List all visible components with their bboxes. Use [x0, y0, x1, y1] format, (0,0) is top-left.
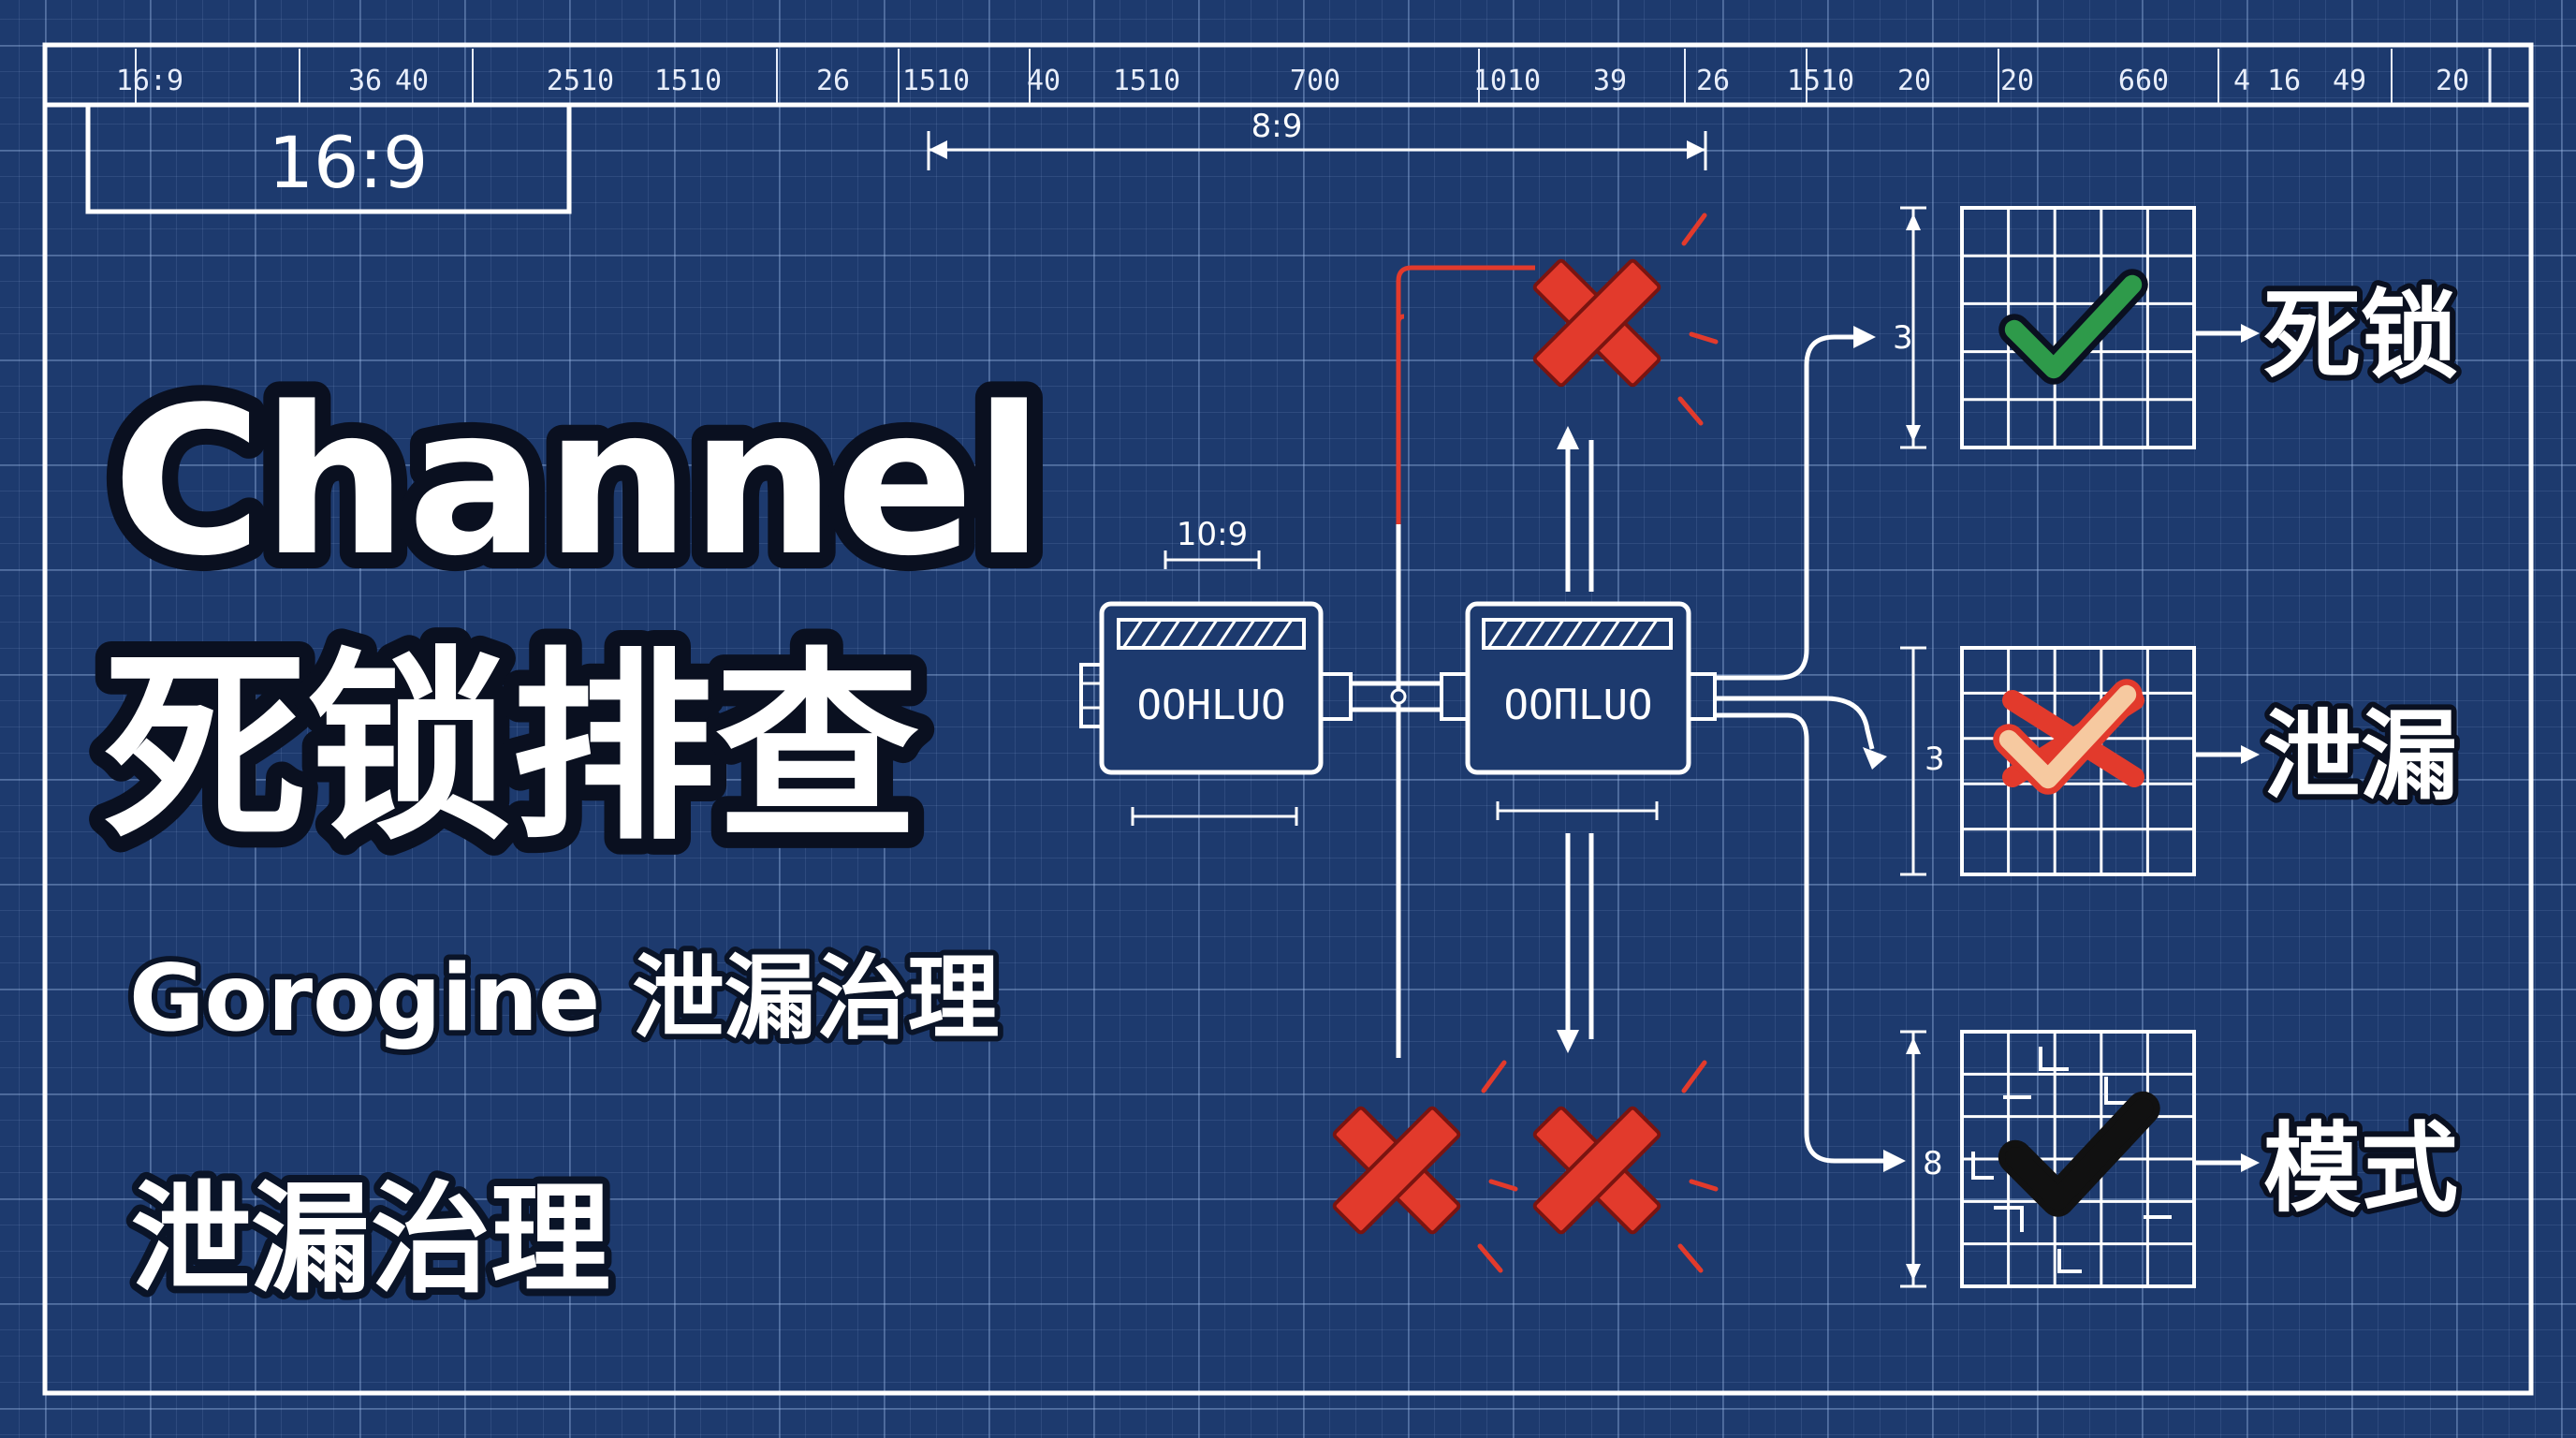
ruler-label: 1010 — [1473, 65, 1541, 97]
error-x-icon-bottom-left — [1332, 1060, 1518, 1273]
channel-block-left-label: OOHLUO — [1137, 682, 1286, 729]
output-grid-leak — [1960, 646, 2196, 876]
ruler-label: 1510 — [902, 65, 970, 97]
output-label-deadlock: 死锁 — [2263, 278, 2458, 392]
grid-border — [1960, 206, 2196, 449]
channel-block-right: OOΠLUO — [1465, 601, 1691, 775]
output-label-pattern: 模式 — [2263, 1111, 2458, 1225]
up-arrow-head — [1557, 426, 1579, 449]
red-path-to-error — [1396, 265, 1535, 323]
ratio-box-label: 16:9 — [269, 121, 429, 204]
channel-block-left: OOHLUO — [1099, 601, 1324, 775]
dimension-bracket-3 — [1900, 1030, 1926, 1288]
x-stroke — [1532, 258, 1661, 388]
error-x-icon-bottom-right — [1532, 1060, 1719, 1273]
link-connector-right — [1440, 672, 1470, 721]
ruler-label: 20 — [2000, 65, 2034, 97]
branch-to-deadlock — [1715, 334, 1863, 681]
dimension-bracket-1 — [1900, 206, 1926, 449]
link-connector-left — [1319, 672, 1353, 721]
subtitle-leak-governance: 泄漏治理 — [131, 1170, 610, 1310]
error-x-icon-top — [1532, 213, 1719, 426]
output-grid-deadlock — [1960, 206, 2196, 449]
ruler-label: 49 — [2333, 65, 2366, 97]
top-ruler: 16:9 36 40 2510 1510 26 1510 40 1510 700 1010 39 26 1… — [116, 49, 2492, 103]
ruler-label: 36 — [348, 65, 382, 97]
ruler-label: 16:9 — [116, 65, 183, 97]
subtitle-goroutine-leak: Gorogine 泄漏治理 — [129, 946, 1000, 1052]
dimension-bracket-2 — [1900, 646, 1926, 876]
junction-node — [1390, 688, 1407, 705]
title-deadlock: 死锁排查 — [103, 631, 919, 868]
channel-block-right-label: OOΠLUO — [1504, 682, 1653, 729]
x-stroke — [1532, 1106, 1661, 1235]
top-dimension-arrow-right — [1687, 140, 1705, 159]
top-dimension-label: 8:9 — [1251, 108, 1303, 145]
chip-dimension-label: 10:9 — [1177, 516, 1248, 553]
title-channel: Channel — [112, 364, 1044, 601]
ratio-box — [85, 102, 572, 214]
branch-to-leak — [1715, 696, 1875, 750]
dimension-label-3: 8 — [1923, 1145, 1943, 1182]
ruler-label: 20 — [2436, 65, 2469, 97]
top-dimension-arrow-left — [929, 140, 947, 159]
ruler-label: 26 — [816, 65, 850, 97]
ruler-label: 1510 — [654, 65, 722, 97]
ruler-label: 39 — [1593, 65, 1627, 97]
grid-border — [1960, 646, 2196, 876]
x-stroke — [1332, 1106, 1461, 1235]
ruler-label: 660 — [2118, 65, 2169, 97]
ruler-label: 1510 — [1113, 65, 1180, 97]
ruler-label: 16 — [2267, 65, 2301, 97]
ruler-label: 20 — [1897, 65, 1931, 97]
output-grid-pattern — [1960, 1030, 2196, 1288]
ruler-label: 1510 — [1787, 65, 1854, 97]
dimension-label-1: 3 — [1893, 319, 1913, 357]
ruler-label: 4 — [2233, 65, 2250, 97]
outer-frame — [42, 42, 2534, 1396]
ruler-label: 40 — [395, 65, 429, 97]
ruler-label: 40 — [1027, 65, 1061, 97]
down-arrow-head — [1557, 1030, 1579, 1053]
left-connector — [1079, 663, 1104, 728]
ruler-label: 2510 — [547, 65, 614, 97]
branch-to-pattern — [1715, 712, 1891, 1164]
dimension-label-2: 3 — [1925, 741, 1945, 778]
ruler-label: 26 — [1696, 65, 1730, 97]
output-label-leak: 泄漏 — [2263, 699, 2458, 814]
ruler-label: 700 — [1290, 65, 1340, 97]
output-connector — [1687, 672, 1717, 721]
